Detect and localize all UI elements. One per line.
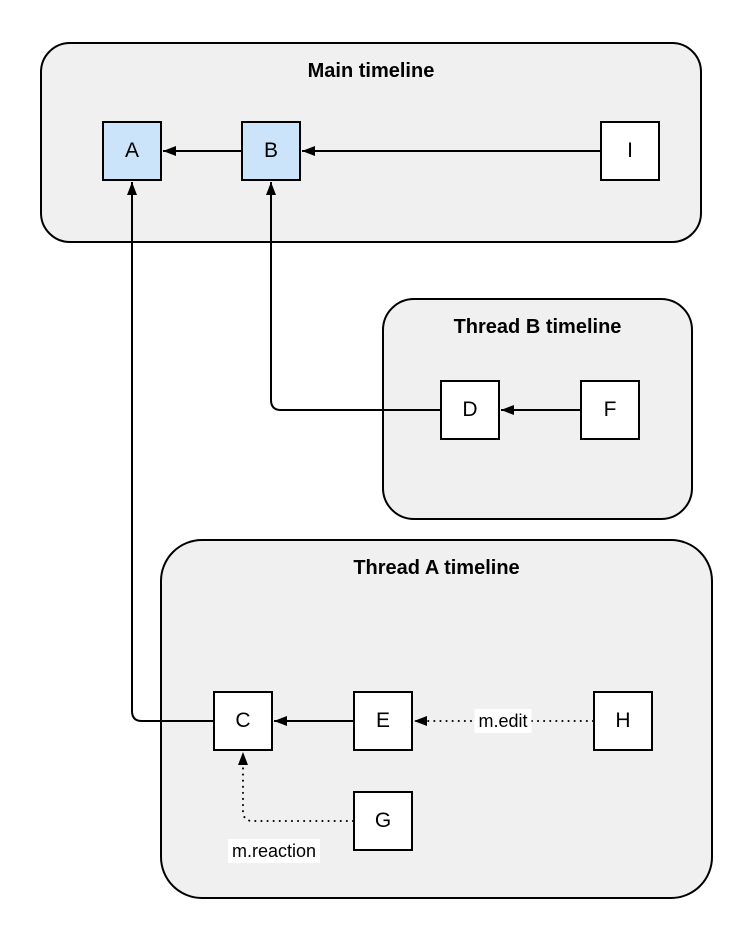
node-d-label: D bbox=[462, 398, 478, 421]
node-a: A bbox=[102, 121, 162, 181]
node-f: F bbox=[580, 380, 640, 440]
thread-a-timeline-title: Thread A timeline bbox=[353, 557, 520, 579]
main-timeline-title: Main timeline bbox=[307, 60, 435, 82]
edge-label-m-reaction: m.reaction bbox=[227, 839, 321, 863]
node-e-label: E bbox=[375, 709, 390, 732]
edge-label-m-edit: m.edit bbox=[474, 709, 532, 733]
node-a-label: A bbox=[124, 139, 139, 162]
node-e: E bbox=[353, 691, 413, 751]
node-g-label: G bbox=[374, 809, 392, 832]
container-thread-b-timeline: Thread B timeline bbox=[382, 298, 693, 520]
node-g: G bbox=[353, 791, 413, 851]
node-i-label: I bbox=[627, 139, 633, 162]
node-h: H bbox=[593, 691, 653, 751]
node-d: D bbox=[440, 380, 500, 440]
node-h-label: H bbox=[615, 709, 631, 732]
node-b: B bbox=[241, 121, 301, 181]
node-f-label: F bbox=[603, 398, 617, 421]
node-c-label: C bbox=[235, 709, 251, 732]
thread-b-timeline-title: Thread B timeline bbox=[453, 316, 622, 338]
node-c: C bbox=[213, 691, 273, 751]
node-b-label: B bbox=[263, 139, 278, 162]
node-i: I bbox=[600, 121, 660, 181]
